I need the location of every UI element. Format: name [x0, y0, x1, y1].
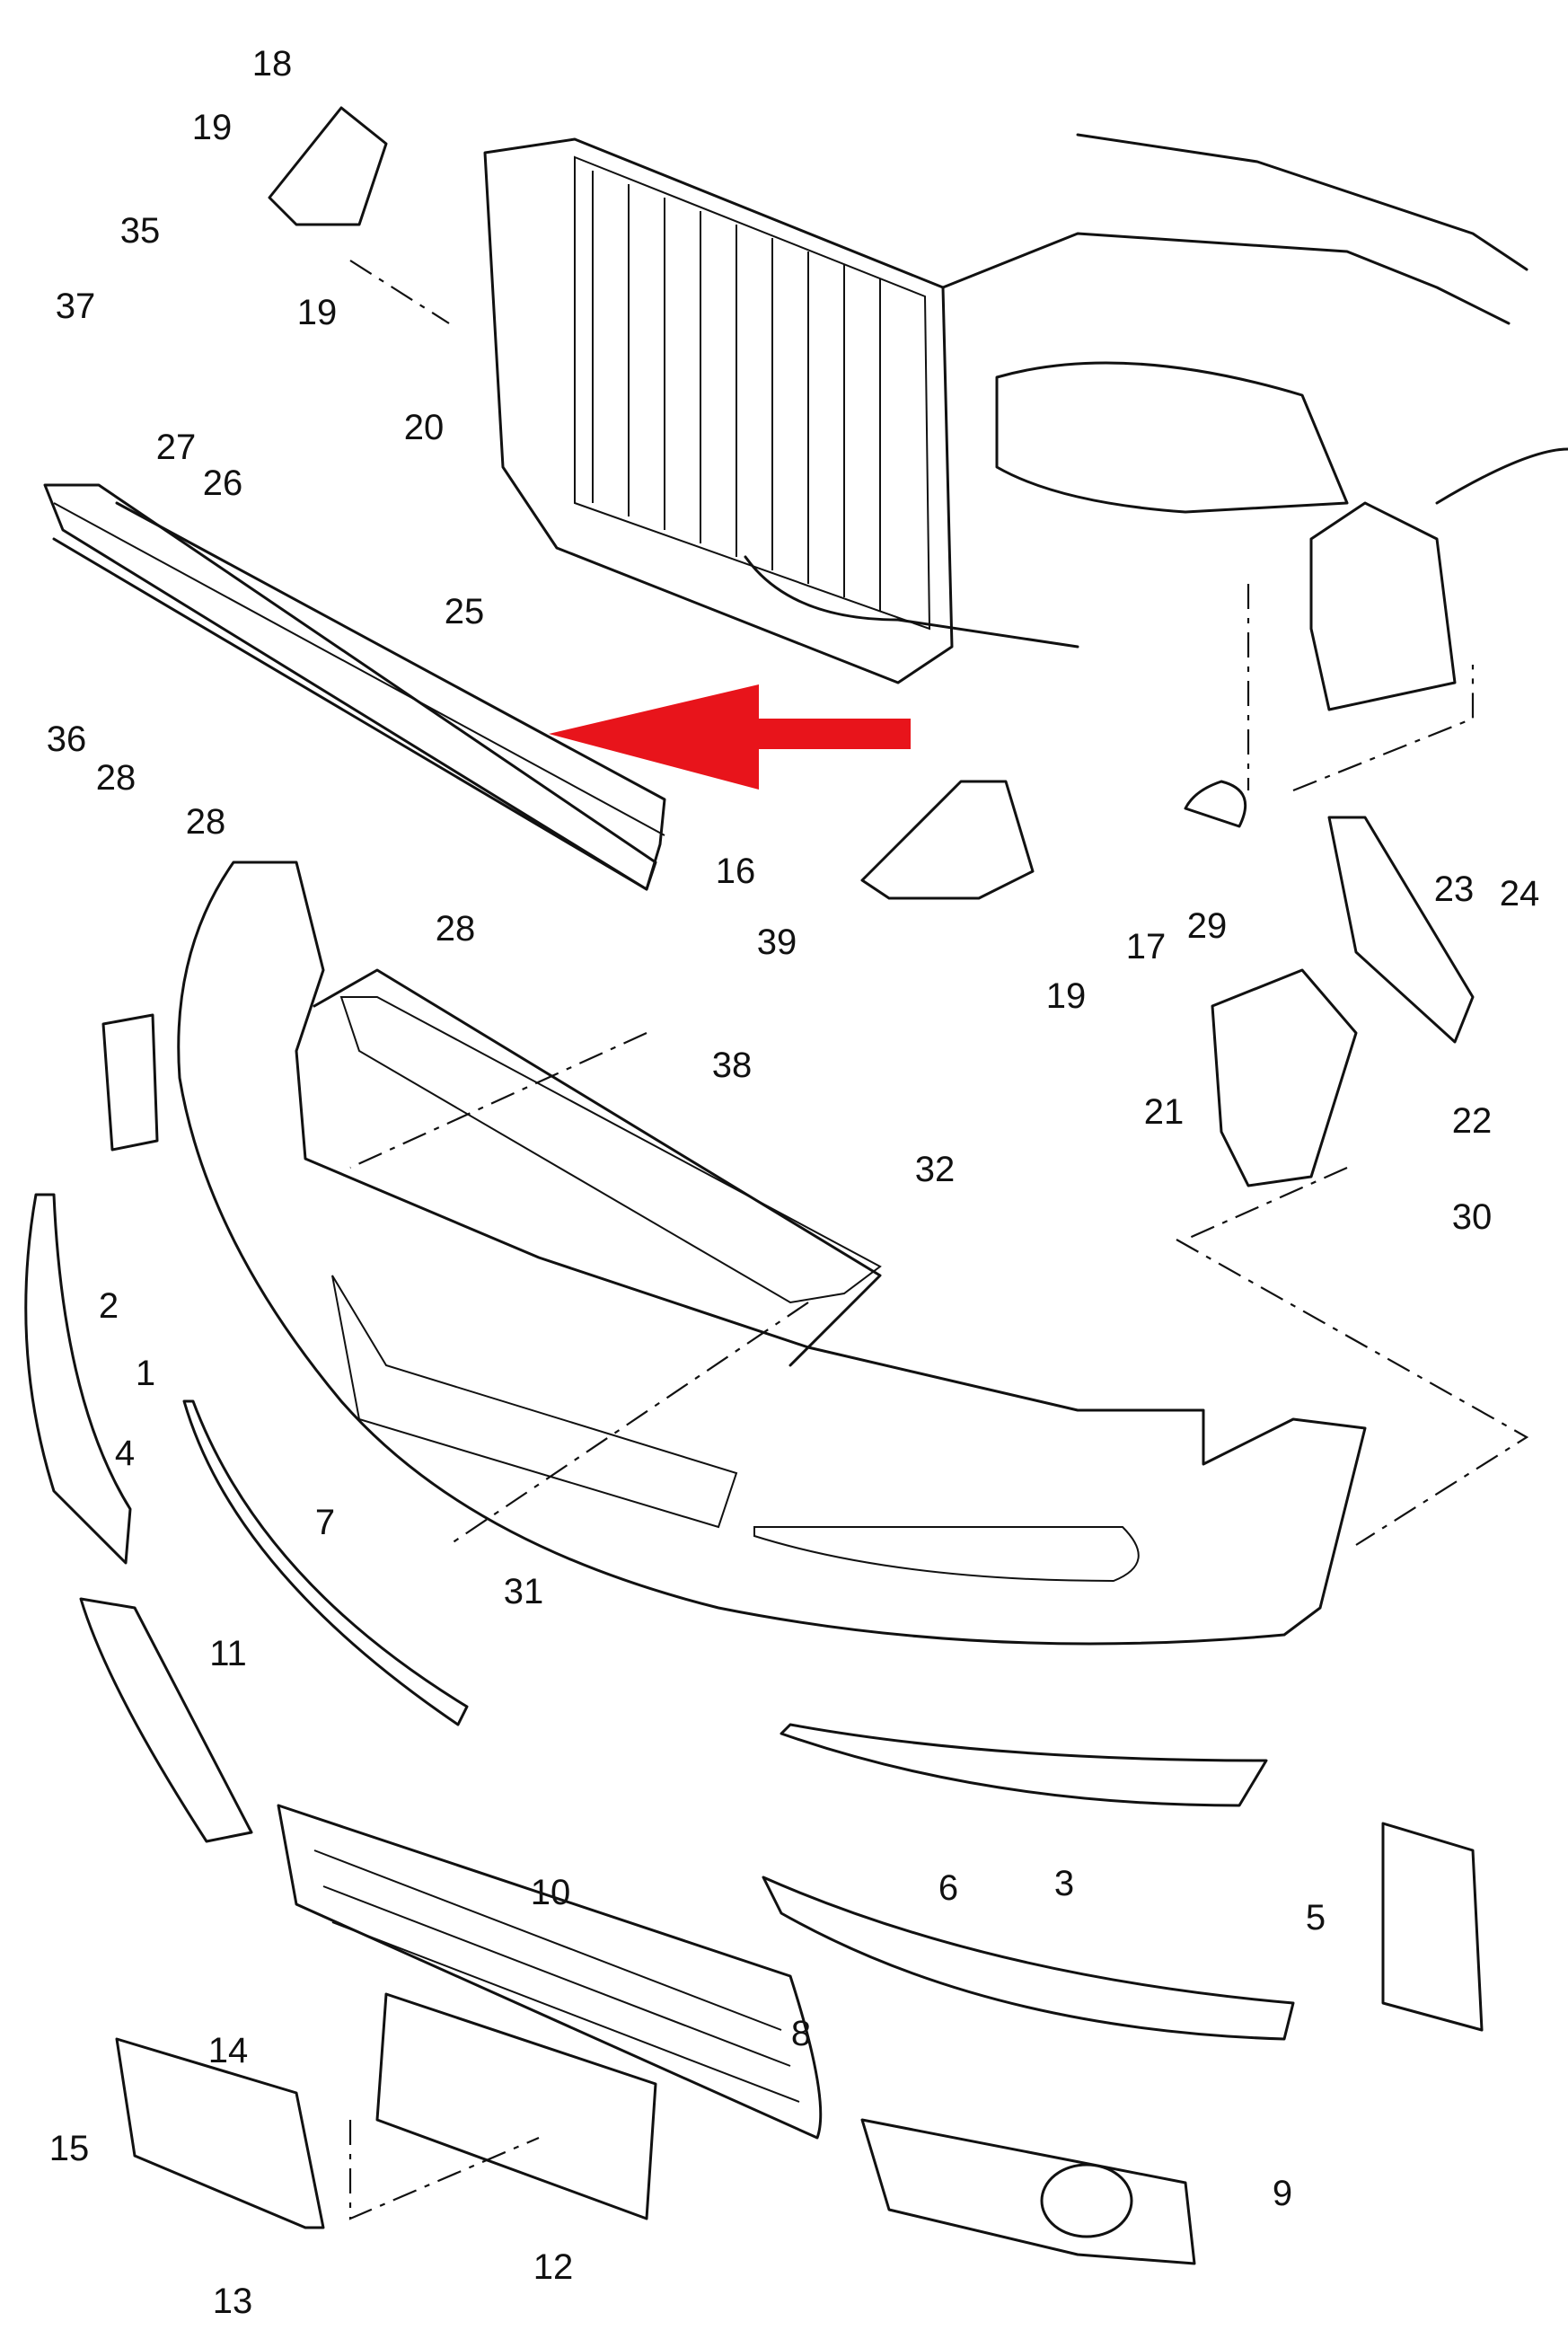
part-number-label: 15	[49, 2129, 90, 2168]
part-number-label: 3	[1054, 1864, 1074, 1903]
part-number-label: 5	[1306, 1898, 1326, 1937]
part-number-label: 19	[192, 108, 233, 147]
part-number-label: 13	[213, 2282, 253, 2321]
part-number-label: 4	[115, 1434, 135, 1473]
part-number-label: 28	[186, 802, 226, 842]
bumper-beam	[43, 483, 666, 891]
parts-shapes	[24, 106, 1484, 2265]
part-number-label: 9	[1273, 2174, 1292, 2213]
vehicle-body-fender	[941, 133, 1568, 711]
part-number-label: 29	[1187, 906, 1228, 946]
part-number-label: 7	[315, 1503, 335, 1542]
part-number-label: 36	[47, 719, 87, 759]
part-number-label: 30	[1452, 1197, 1493, 1237]
part-number-label: 2	[99, 1286, 119, 1326]
part-number-label: 11	[209, 1634, 247, 1673]
part-number-label: 28	[436, 909, 476, 949]
part-number-label: 26	[203, 463, 243, 503]
part-number-label: 6	[938, 1868, 958, 1908]
part-number-label: 1	[136, 1354, 155, 1393]
part-number-label: 19	[1046, 976, 1087, 1016]
part-number-label: 25	[445, 592, 485, 631]
part-number-label: 20	[404, 408, 445, 447]
part-number-label: 32	[915, 1150, 956, 1189]
part-number-label: 16	[716, 852, 756, 891]
part-number-label: 22	[1452, 1101, 1493, 1141]
radiator-frame	[483, 137, 1079, 684]
part-number-label: 17	[1126, 927, 1167, 966]
part-number-label: 12	[533, 2247, 574, 2287]
part-number-label: 21	[1144, 1092, 1185, 1132]
part-number-label: 19	[297, 293, 338, 332]
part-number-label: 39	[757, 922, 797, 962]
bumper-cover	[177, 861, 1367, 1646]
part-number-label: 28	[96, 758, 137, 798]
part-number-label: 8	[791, 2014, 811, 2053]
part-number-label: 24	[1500, 874, 1540, 914]
part-number-label: 35	[120, 211, 161, 251]
part-number-label: 18	[252, 44, 293, 84]
part-number-label: 23	[1434, 869, 1475, 909]
part-number-label: 37	[56, 287, 96, 326]
part-number-label: 10	[531, 1873, 571, 1912]
part-number-label: 27	[156, 428, 197, 467]
part-number-label: 14	[208, 2031, 249, 2070]
assembly-dash-lines	[348, 260, 1529, 2220]
part-number-label: 38	[712, 1046, 753, 1085]
highlight-arrow	[549, 684, 911, 790]
part-number-label: 31	[504, 1572, 544, 1611]
